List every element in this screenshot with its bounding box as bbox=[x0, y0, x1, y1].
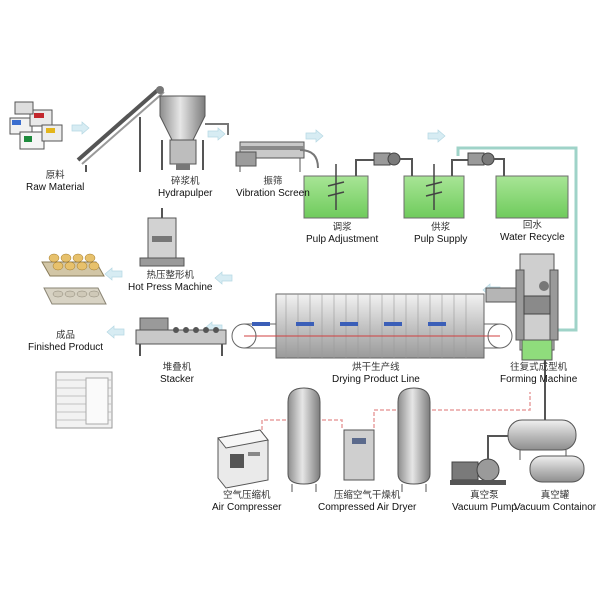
air-dryer-icon bbox=[343, 429, 375, 481]
egg-tray-icon bbox=[41, 253, 107, 305]
air-dryer-zh: 压缩空气干燥机 bbox=[333, 490, 401, 501]
raw-material-zh: 原料 bbox=[45, 170, 65, 181]
stacker-zh: 堆叠机 bbox=[162, 362, 192, 373]
raw-material-en: Raw Material bbox=[26, 182, 85, 193]
flow-arrow-icon bbox=[104, 267, 123, 281]
hydrapulper-en: Hydrapulper bbox=[158, 188, 213, 199]
transfer-pump-icon bbox=[451, 152, 505, 176]
label-pulp-supply: 供浆 Pulp Supply bbox=[414, 222, 467, 246]
transfer-pump-icon bbox=[355, 152, 413, 176]
air-compressor-icon bbox=[217, 429, 269, 489]
label-stacker: 堆叠机 Stacker bbox=[160, 362, 194, 386]
vacuum-container-zh: 真空罐 bbox=[540, 490, 570, 501]
air-receiver-tank-icon bbox=[397, 387, 431, 492]
hot-press-en: Hot Press Machine bbox=[128, 282, 213, 293]
hydrapulper-icon bbox=[76, 86, 229, 172]
pulp-tank-icon bbox=[303, 164, 369, 219]
forming-machine-icon bbox=[485, 253, 559, 361]
vacuum-pump-en: Vacuum Pump bbox=[452, 502, 517, 513]
finished-tray-stack-icon bbox=[55, 371, 113, 429]
vibration-screen-zh: 振筛 bbox=[263, 176, 283, 187]
air-dryer-en: Compressed Air Dryer bbox=[318, 502, 417, 513]
label-drying-line: 烘干生产线 Drying Product Line bbox=[332, 362, 420, 386]
label-finished-product: 成品 Finished Product bbox=[28, 330, 103, 354]
forming-machine-en: Forming Machine bbox=[500, 374, 578, 385]
water-tank-icon bbox=[495, 175, 569, 219]
pulp-tank-icon bbox=[403, 164, 465, 219]
drying-line-icon bbox=[231, 293, 513, 359]
air-compressor-zh: 空气压缩机 bbox=[222, 490, 271, 501]
finished-product-en: Finished Product bbox=[28, 342, 104, 353]
stacker-icon bbox=[135, 317, 227, 356]
label-vibration-screen: 振筛 Vibration Screen bbox=[236, 176, 310, 200]
air-compressor-en: Air Compresser bbox=[212, 502, 282, 513]
label-air-compressor: 空气压缩机 Air Compresser bbox=[212, 490, 281, 514]
pulp-adjustment-zh: 调浆 bbox=[332, 222, 352, 233]
label-pulp-adjustment: 调浆 Pulp Adjustment bbox=[306, 222, 378, 246]
forming-machine-zh: 往复式成型机 bbox=[510, 362, 568, 373]
vacuum-pump-icon bbox=[450, 435, 508, 485]
air-receiver-tank-icon bbox=[287, 387, 321, 492]
pulp-adjustment-en: Pulp Adjustment bbox=[306, 234, 379, 245]
water-recycle-pipe bbox=[456, 146, 578, 332]
flow-arrow-icon bbox=[106, 325, 125, 339]
label-hydrapulper: 碎浆机 Hydrapulper bbox=[158, 176, 212, 200]
label-raw-material: 原料 Raw Material bbox=[26, 170, 84, 194]
water-recycle-en: Water Recycle bbox=[500, 232, 565, 243]
raw-material-bales-icon bbox=[9, 101, 63, 150]
flow-arrow-icon bbox=[427, 129, 446, 143]
finished-product-zh: 成品 bbox=[56, 330, 76, 341]
label-vacuum-pump: 真空泵 Vacuum Pump bbox=[452, 490, 517, 514]
flow-arrow-icon bbox=[305, 129, 324, 143]
label-air-dryer: 压缩空气干燥机 Compressed Air Dryer bbox=[318, 490, 416, 514]
pulp-supply-en: Pulp Supply bbox=[414, 234, 468, 245]
vibration-screen-icon bbox=[235, 141, 319, 172]
hot-press-icon bbox=[139, 208, 185, 267]
hot-press-zh: 热压整形机 bbox=[146, 270, 194, 281]
hydrapulper-zh: 碎浆机 bbox=[170, 176, 200, 187]
label-water-recycle: 回水 Water Recycle bbox=[500, 220, 565, 244]
pulp-supply-zh: 供浆 bbox=[431, 222, 451, 233]
label-vacuum-container: 真空罐 Vacuum Containor bbox=[514, 490, 596, 514]
label-hot-press: 热压整形机 Hot Press Machine bbox=[128, 270, 212, 294]
vacuum-container-en: Vacuum Containor bbox=[514, 502, 597, 513]
flow-arrow-icon bbox=[214, 271, 233, 285]
vibration-screen-en: Vibration Screen bbox=[236, 188, 310, 199]
vacuum-tank-icon bbox=[507, 419, 585, 483]
vacuum-pump-zh: 真空泵 bbox=[470, 490, 499, 501]
label-forming-machine: 往复式成型机 Forming Machine bbox=[500, 362, 577, 386]
water-recycle-zh: 回水 bbox=[522, 220, 542, 231]
air-line bbox=[261, 392, 531, 436]
drying-line-zh: 烘干生产线 bbox=[352, 362, 400, 373]
flow-arrow-icon bbox=[207, 127, 226, 141]
flow-arrow-icon bbox=[71, 121, 90, 135]
drying-line-en: Drying Product Line bbox=[332, 374, 420, 385]
stacker-en: Stacker bbox=[160, 374, 194, 385]
